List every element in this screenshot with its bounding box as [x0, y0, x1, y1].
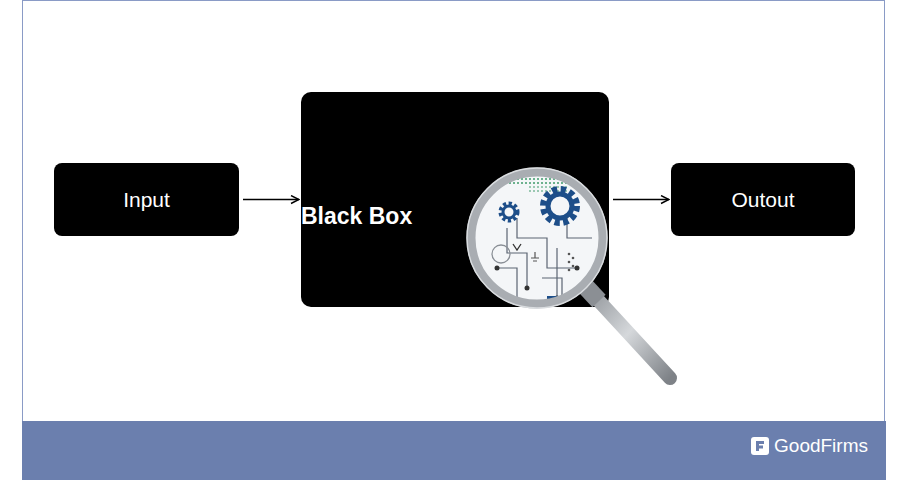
brand-logo: GoodFirms [751, 435, 868, 457]
box-label: Black Box [301, 203, 412, 230]
flow-arrow [613, 199, 669, 200]
black-box: Black Box [301, 92, 609, 307]
process-box: Outout [671, 163, 855, 236]
footer-band: GoodFirms [22, 421, 886, 480]
process-box: Input [54, 163, 239, 236]
logo-icon [751, 437, 769, 455]
brand-name: GoodFirms [774, 435, 868, 457]
flow-arrow [243, 199, 299, 200]
box-label: Outout [731, 188, 794, 212]
box-label: Input [123, 188, 170, 212]
